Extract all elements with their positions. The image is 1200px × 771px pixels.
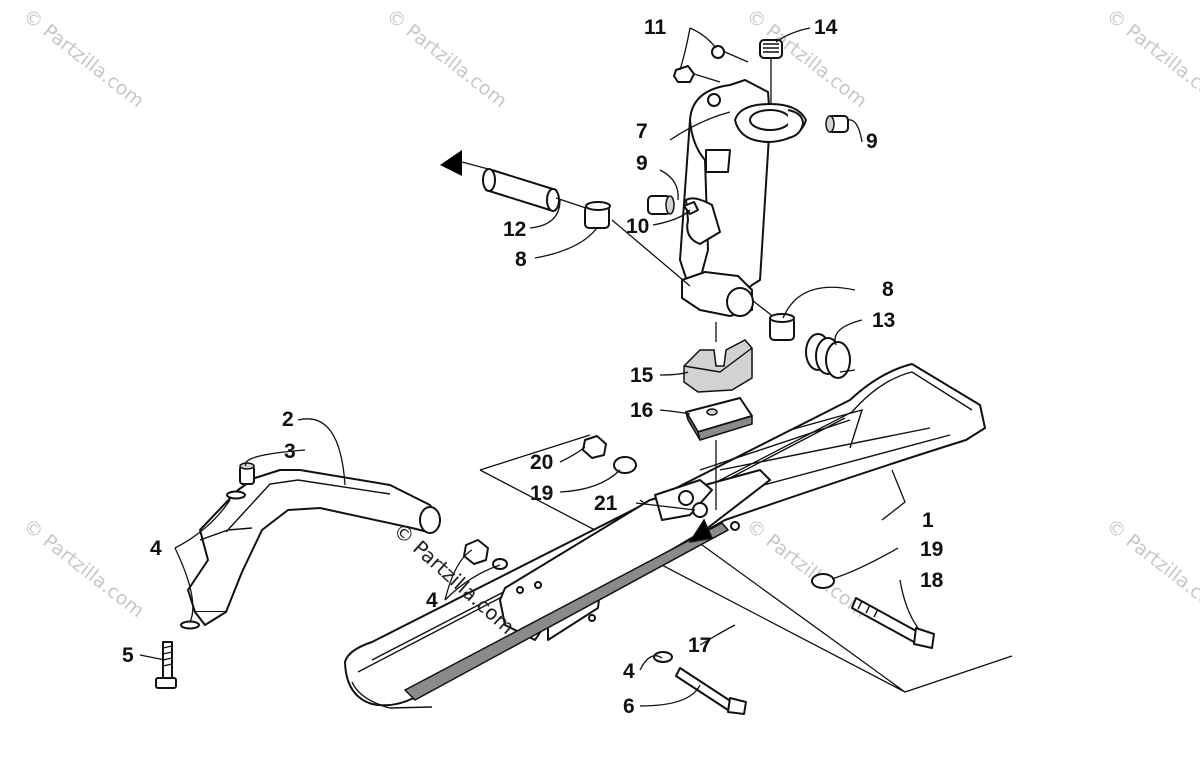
block-part-15	[683, 339, 753, 393]
leader-line	[693, 51, 749, 83]
callout-11: 11	[644, 16, 667, 39]
callout-1: 1	[922, 509, 934, 532]
watermark: © Partzilla.com	[1102, 515, 1200, 623]
callout-labels: 1 2 3 4 4 4 5 6 7 8 8 9 9 10 11 12 13 14…	[122, 16, 944, 718]
callout-20: 20	[530, 451, 553, 474]
callout-21: 21	[594, 492, 618, 515]
bushing-part-9	[825, 115, 849, 133]
callout-8: 8	[882, 278, 894, 301]
bolt-part-18	[851, 597, 935, 649]
callout-8: 8	[515, 248, 527, 271]
nut-part-20	[582, 435, 607, 459]
arrow-marker-12	[440, 150, 462, 176]
bolt-part-5	[155, 641, 177, 689]
washer-part-11	[711, 45, 725, 59]
callout-19: 19	[530, 482, 553, 505]
washer-part-4	[492, 558, 508, 570]
spindle-part-7	[679, 79, 807, 317]
cap-part-14	[759, 39, 783, 105]
callout-9: 9	[636, 152, 648, 175]
washer-part-19	[811, 573, 835, 589]
watermark: © Partzilla.com	[742, 515, 871, 623]
callout-14: 14	[814, 16, 838, 39]
callout-16: 16	[630, 399, 653, 422]
callout-4: 4	[150, 537, 162, 560]
washer-part-4	[226, 490, 246, 500]
watermark: © Partzilla.com	[19, 515, 148, 623]
leader-line	[635, 502, 696, 511]
watermark: © Partzilla.com	[19, 5, 148, 113]
washer-part-19	[613, 456, 637, 474]
callout-15: 15	[630, 364, 654, 387]
callout-2: 2	[282, 408, 294, 431]
spring-part-13	[805, 333, 856, 379]
nut-part-20-lower	[463, 539, 489, 565]
bushing-part-8	[769, 313, 795, 341]
watermark: © Partzilla.com	[1102, 5, 1200, 113]
callout-12: 12	[503, 218, 526, 241]
washer-part-4	[180, 620, 200, 630]
bolt-part-6	[675, 667, 747, 715]
washer-part-4	[653, 651, 673, 663]
handle-part-2	[187, 469, 441, 626]
callout-6: 6	[623, 695, 635, 718]
ski-part-1	[344, 363, 986, 709]
callout-5: 5	[122, 644, 134, 667]
bushing-part-3	[239, 462, 255, 485]
callout-19: 19	[920, 538, 943, 561]
callout-10: 10	[626, 215, 649, 238]
nut-part-11	[673, 65, 695, 83]
callout-4: 4	[426, 589, 438, 612]
plate-part-16	[685, 397, 753, 441]
callout-4: 4	[623, 660, 635, 683]
callout-9: 9	[866, 130, 878, 153]
callout-18: 18	[920, 569, 944, 592]
callout-13: 13	[872, 309, 895, 332]
bushing-part-8	[584, 201, 611, 229]
callout-17: 17	[688, 634, 711, 657]
callout-7: 7	[636, 120, 648, 143]
sleeve-part-12	[482, 168, 560, 212]
watermark: © Partzilla.com	[382, 5, 511, 113]
arrow-marker-21	[688, 518, 714, 544]
callout-3: 3	[284, 440, 296, 463]
bushing-part-9	[647, 195, 675, 215]
leader-lines	[139, 27, 919, 707]
axis-line	[461, 161, 781, 323]
